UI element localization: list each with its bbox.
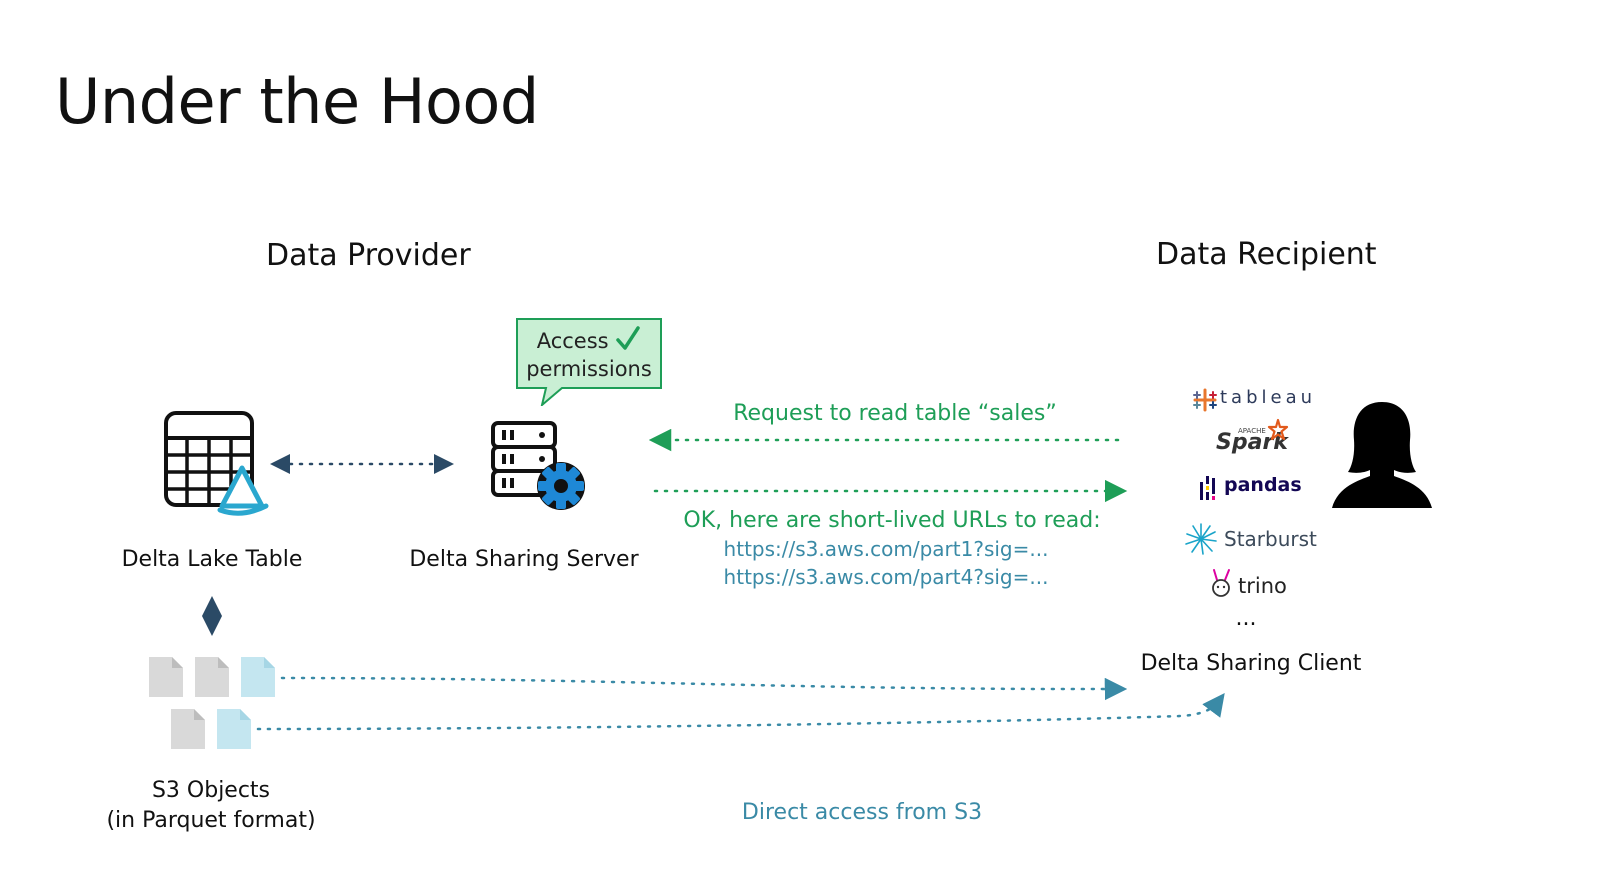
bubble-shape — [516, 318, 662, 406]
delta-sharing-server-label: Delta Sharing Server — [409, 547, 639, 572]
tableau-logo: tableau — [1192, 387, 1322, 412]
spark-prefix: APACHE — [1238, 427, 1266, 435]
delta-lake-table-icon — [164, 411, 269, 516]
s3-objects-label-2: (in Parquet format) — [106, 808, 316, 833]
provider-heading: Data Provider — [266, 238, 471, 273]
pandas-icon — [1200, 476, 1215, 500]
direct-access-arrow-1 — [280, 676, 1128, 701]
spark-logo: APACHE Spark — [1214, 418, 1294, 458]
gear-icon — [537, 462, 585, 510]
tableau-icon — [1193, 388, 1217, 412]
file-icon — [217, 709, 251, 749]
delta-logo-icon — [217, 465, 269, 516]
s3-objects-icon — [149, 657, 275, 749]
file-icon — [149, 657, 183, 697]
person-icon — [1332, 402, 1432, 508]
response-message: OK, here are short-lived URLs to read: — [683, 508, 1101, 533]
starburst-icon — [1185, 523, 1217, 555]
trino-logo: trino — [1210, 568, 1300, 602]
request-message: Request to read table “sales” — [733, 401, 1057, 426]
server-gear-icon — [491, 421, 585, 510]
file-icon — [195, 657, 229, 697]
recipient-heading: Data Recipient — [1156, 237, 1377, 272]
pandas-text: pandas — [1224, 474, 1302, 496]
tableau-text: tableau — [1220, 387, 1317, 408]
page-title: Under the Hood — [55, 65, 539, 138]
direct-access-arrow-2 — [256, 693, 1225, 731]
access-permissions-bubble: Access permissions — [516, 318, 662, 406]
url-1: https://s3.aws.com/part1?sig=... — [723, 537, 1049, 561]
trino-bunny-icon — [1212, 569, 1230, 597]
pandas-logo: pandas — [1198, 472, 1308, 502]
starburst-logo: Starburst — [1184, 522, 1324, 556]
trino-text: trino — [1238, 574, 1287, 598]
spark-text: Spark — [1216, 430, 1288, 455]
url-2: https://s3.aws.com/part4?sig=... — [723, 565, 1049, 589]
file-icon — [241, 657, 275, 697]
delta-sharing-client-label: Delta Sharing Client — [1140, 651, 1362, 676]
starburst-text: Starburst — [1224, 527, 1317, 551]
s3-objects-label-1: S3 Objects — [151, 778, 271, 803]
spark-star-icon — [1267, 418, 1289, 441]
check-icon — [616, 326, 641, 350]
file-icon — [171, 709, 205, 749]
more-clients: ... — [1235, 606, 1257, 631]
delta-lake-table-label: Delta Lake Table — [121, 547, 303, 572]
bubble-line-1: Access — [536, 329, 609, 353]
bubble-line-2: permissions — [526, 357, 652, 381]
direct-access-label: Direct access from S3 — [741, 800, 983, 825]
